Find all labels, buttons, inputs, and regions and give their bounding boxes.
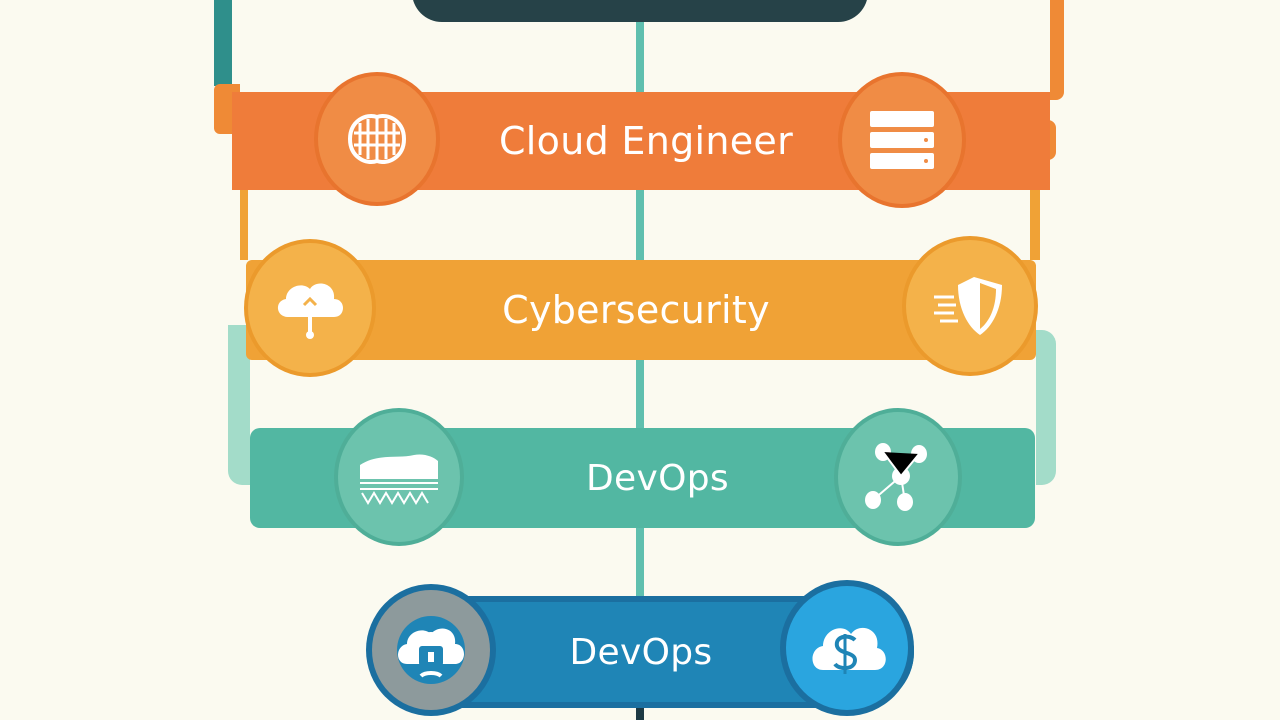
band-label: Cybersecurity xyxy=(502,288,770,332)
shield-icon xyxy=(906,240,1034,372)
network-nodes-icon xyxy=(838,412,958,542)
wave-pattern-icon xyxy=(338,412,460,542)
top-cap-node xyxy=(412,0,868,22)
center-connector-line xyxy=(636,528,644,596)
band-cybersecurity: Cybersecurity xyxy=(246,260,1036,360)
cloud-upload-icon xyxy=(248,243,372,373)
connector-frame xyxy=(1030,190,1040,260)
connector-frame xyxy=(1050,0,1064,100)
center-connector-line xyxy=(636,360,644,428)
center-connector-line xyxy=(636,708,644,720)
circuit-brain-icon xyxy=(318,76,436,202)
band-label: DevOps xyxy=(586,457,729,499)
cloud-dollar-icon xyxy=(786,586,908,710)
connector-frame xyxy=(1036,330,1056,485)
connector-frame xyxy=(240,190,248,260)
connector-frame xyxy=(214,0,232,86)
center-connector-line xyxy=(636,190,644,260)
band-label: DevOps xyxy=(569,631,713,673)
center-connector-line xyxy=(636,0,644,92)
band-label: Cloud Engineer xyxy=(498,119,794,163)
server-stack-icon xyxy=(842,76,962,204)
connector-frame xyxy=(228,325,250,485)
cloud-lock-icon xyxy=(372,590,490,710)
